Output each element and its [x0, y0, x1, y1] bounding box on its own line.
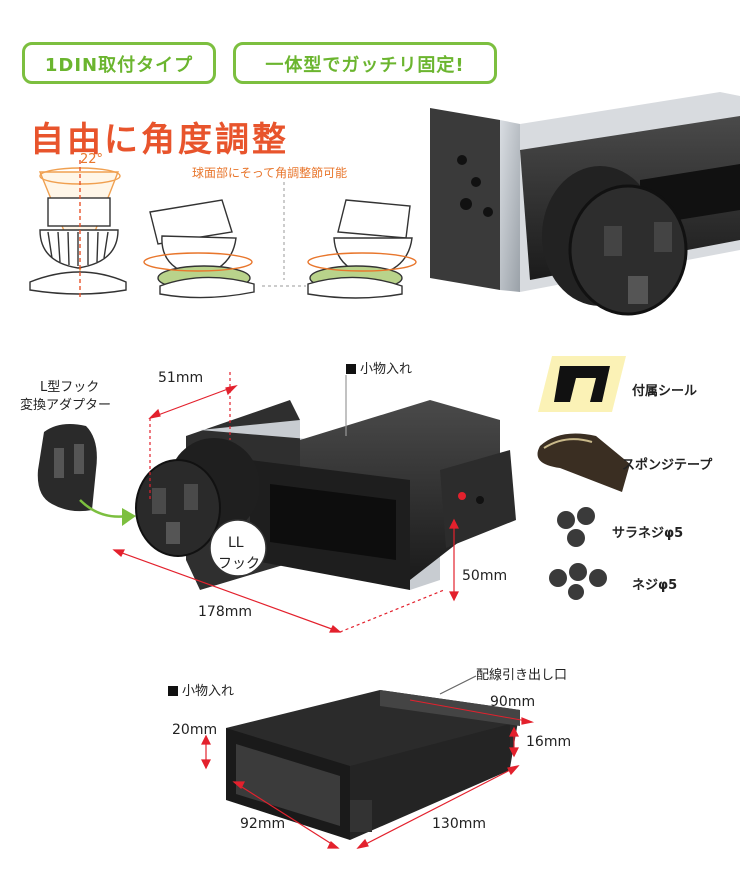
sponge-label: スポンジテープ — [622, 458, 713, 473]
adapter-label-line2: 変換アダプター — [20, 398, 112, 413]
pocket-label-main: 小物入れ — [346, 358, 412, 377]
pocket-label-text: 小物入れ — [360, 362, 413, 377]
pocket-title-text: 小物入れ — [182, 684, 235, 699]
divider-dashed — [262, 182, 306, 287]
sticker-accessory — [538, 356, 626, 412]
pocket-dimension-lines — [201, 675, 535, 849]
ball-adjust-note: 球面部にそって角調整節可能 — [192, 166, 348, 180]
angle-sketch-middle — [143, 199, 255, 299]
sponge-tape-accessory — [537, 433, 630, 492]
screw-label: ネジφ5 — [632, 578, 678, 593]
angle-sketch-right — [307, 199, 417, 299]
dim-height: 50mm — [462, 568, 508, 584]
headline: 自由に角度調整 — [30, 120, 289, 160]
bullet-square-2 — [168, 686, 178, 696]
badge-1din-type: 1DIN取付タイプ — [22, 42, 216, 84]
bullet-square — [346, 364, 356, 374]
sticker-label: 付属シール — [632, 384, 698, 399]
l-hook-adapter — [37, 424, 136, 526]
angle-label: 22° — [80, 152, 104, 167]
dim-length: 178mm — [198, 604, 252, 620]
main-dimension-lines — [112, 372, 459, 633]
ll-label-line1: LL — [228, 535, 244, 551]
dim-height-inner: 16mm — [526, 734, 572, 750]
dim-width: 90mm — [490, 694, 536, 710]
screws — [549, 563, 607, 600]
countersunk-label: サラネジφ5 — [612, 526, 684, 541]
dim-height-outer: 20mm — [172, 722, 218, 738]
pocket-title: 小物入れ — [168, 680, 234, 699]
adapter-label-line1: L型フック — [40, 380, 100, 395]
angle-sketch-left — [29, 160, 127, 300]
cable-outlet-label: 配線引き出し口 — [476, 668, 568, 683]
dim-front: 92mm — [240, 816, 286, 832]
dim-depth: 130mm — [432, 816, 486, 832]
badge-fixed: 一体型でガッチリ固定! — [233, 42, 497, 84]
ll-label-line2: フック — [218, 556, 260, 572]
product-photo-top — [430, 92, 740, 316]
main-unit — [135, 400, 516, 590]
countersunk-screws — [557, 507, 595, 547]
pocket-tray — [226, 690, 520, 840]
dim-depth-top: 51mm — [158, 370, 204, 386]
